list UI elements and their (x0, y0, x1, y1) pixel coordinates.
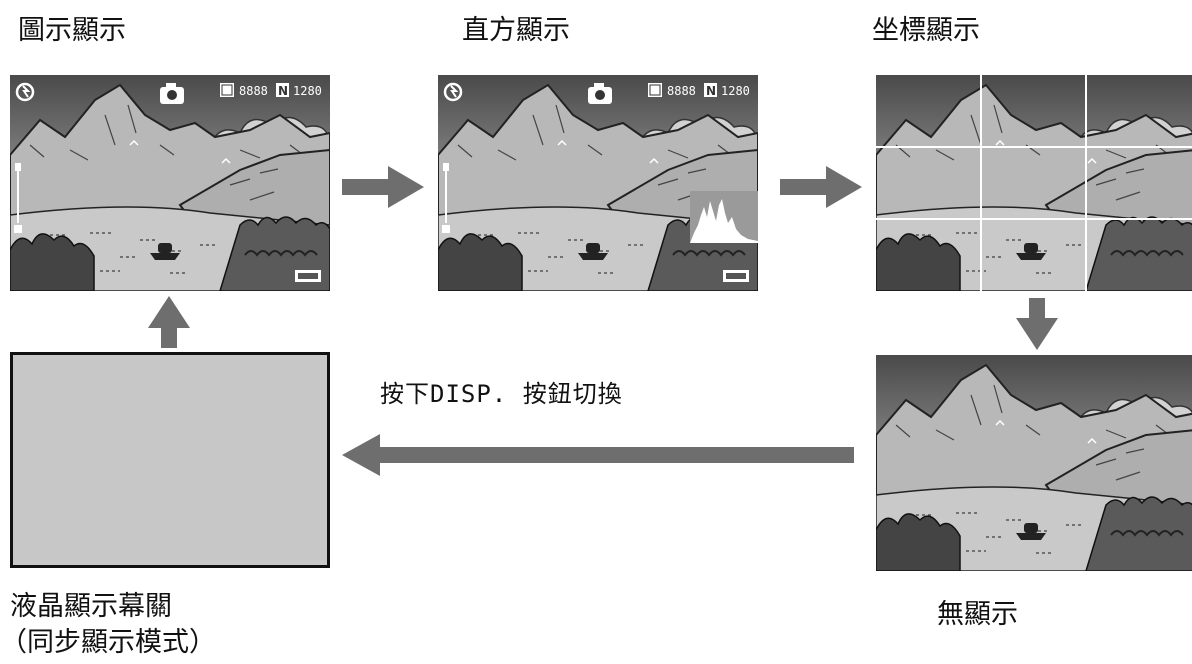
image-size: 1280 (721, 84, 750, 98)
instruction-text: 按下DISP. 按鈕切換 (380, 380, 623, 408)
frames-remaining: 8888 (667, 84, 696, 98)
label-lcd-off-line2: （同步顯示模式） (0, 627, 216, 658)
battery-icon (723, 270, 749, 282)
camera-mode-icon (160, 83, 184, 104)
camera-mode-icon (588, 83, 612, 104)
panel-icon-display: 8888 N 1280 (10, 75, 330, 291)
osd-overlay: 8888 N 1280 (442, 82, 758, 282)
flash-off-icon (443, 82, 463, 102)
histogram-graph (690, 191, 758, 243)
zoom-bar-icon (442, 163, 450, 233)
panel-no-display (876, 355, 1192, 571)
label-icon-display: 圖示顯示 (18, 15, 126, 46)
arrow-up (148, 296, 190, 348)
osd-overlay: 8888 N 1280 (14, 82, 322, 282)
arrow-right-2 (780, 166, 862, 208)
flash-off-icon (15, 82, 35, 102)
quality-badge: N (706, 84, 716, 98)
panel-lcd-off (10, 352, 330, 568)
panel-grid-display (876, 75, 1192, 291)
landscape-image (876, 355, 1192, 571)
arrow-down (1016, 298, 1058, 350)
memory-card-icon (220, 83, 234, 97)
zoom-bar-icon (14, 163, 22, 233)
arrow-right-1 (342, 166, 424, 208)
label-grid-display: 坐標顯示 (872, 15, 980, 46)
image-size: 1280 (293, 84, 322, 98)
arrow-left-long (342, 434, 854, 476)
grid-lines (876, 75, 1192, 291)
battery-icon (295, 270, 321, 282)
label-histogram-display: 直方顯示 (462, 15, 570, 46)
panel-histogram-display: 8888 N 1280 (438, 75, 758, 291)
label-lcd-off-line1: 液晶顯示幕關 (10, 591, 172, 622)
label-no-display: 無顯示 (937, 599, 1018, 630)
frames-remaining: 8888 (239, 84, 268, 98)
memory-card-icon (648, 83, 662, 97)
quality-badge: N (278, 84, 288, 98)
